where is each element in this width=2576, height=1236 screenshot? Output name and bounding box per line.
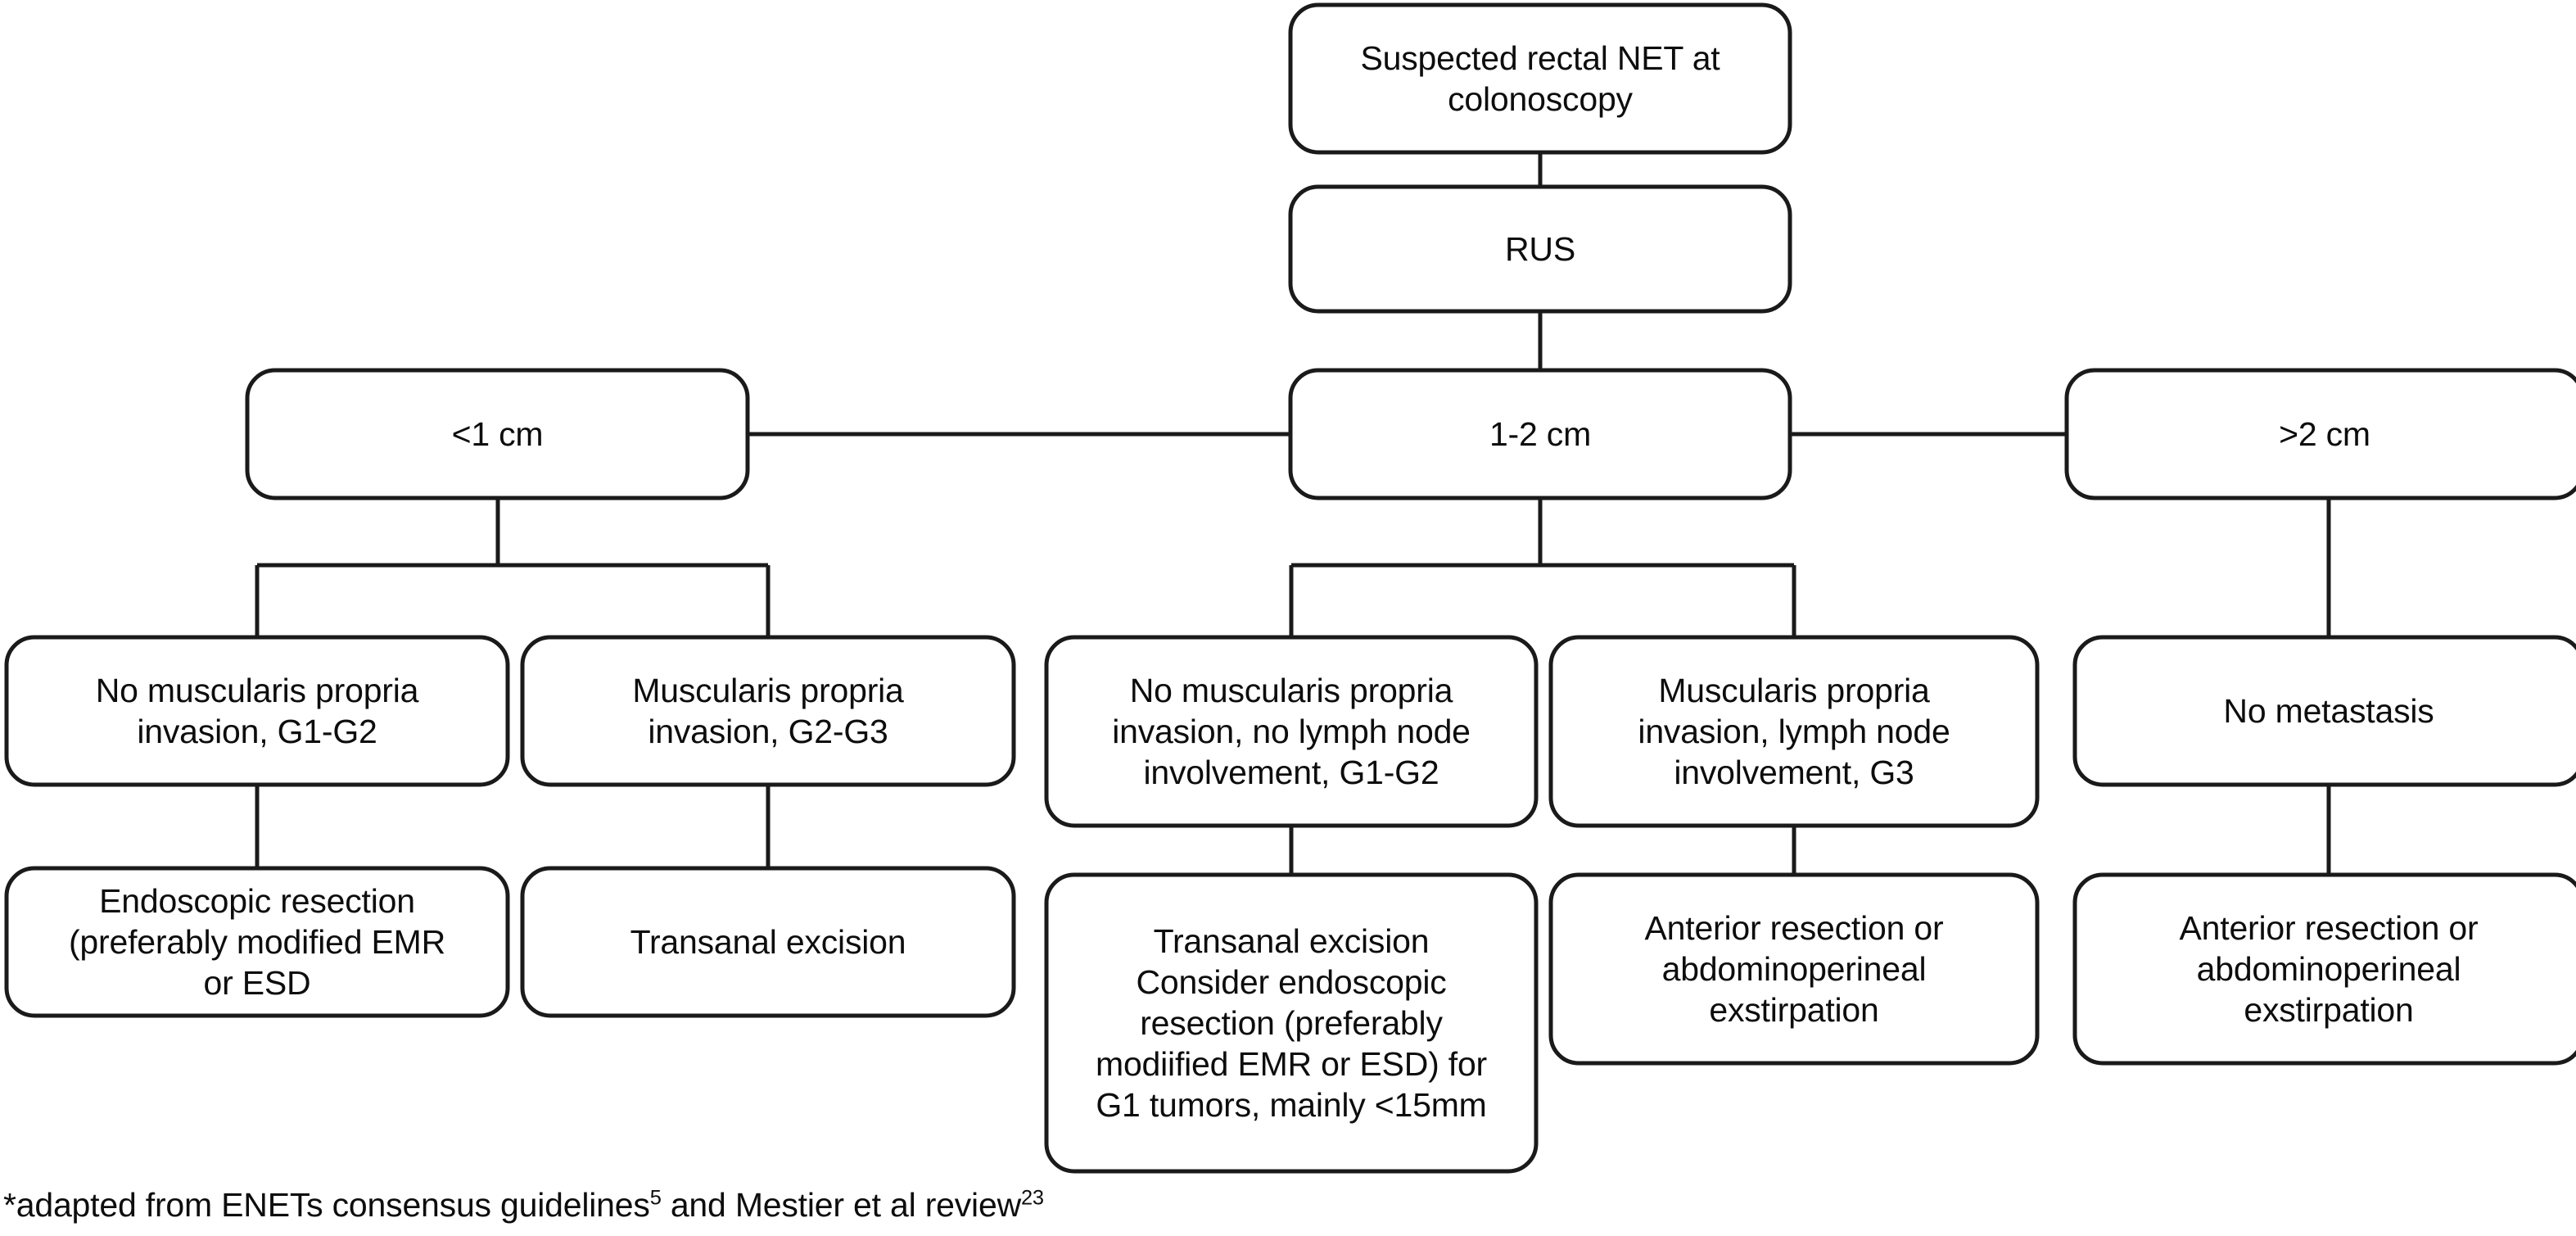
connector-size-lt1-split (255, 498, 771, 637)
node-box-group (4, 2, 2576, 1174)
connector-size-1to2-split (1289, 498, 1796, 637)
node-box-tx-endoscopic[interactable] (4, 866, 510, 1018)
node-box-tx-anterior-b[interactable] (2072, 872, 2576, 1066)
node-box-tx-anterior-a[interactable] (1548, 872, 2040, 1066)
node-box-mid-mp[interactable] (1548, 635, 2040, 828)
footnote-prefix: *adapted from ENETs consensus guidelines (3, 1186, 650, 1224)
node-box-lt1-no-mp[interactable] (4, 635, 510, 787)
node-box-tx-transanal-a[interactable] (520, 866, 1016, 1018)
node-box-tx-transanal-b[interactable] (1044, 872, 1539, 1174)
node-box-suspected[interactable] (1288, 2, 1792, 155)
node-box-mid-no-mp[interactable] (1044, 635, 1539, 828)
footnote: *adapted from ENETs consensus guidelines… (3, 1186, 1044, 1225)
node-box-no-metastasis[interactable] (2072, 635, 2576, 787)
footnote-middle: and Mestier et al review (661, 1186, 1021, 1224)
connector-group (255, 152, 2331, 875)
node-box-size-1to2[interactable] (1288, 368, 1792, 500)
node-box-size-gt2[interactable] (2064, 368, 2576, 500)
node-box-lt1-mp[interactable] (520, 635, 1016, 787)
footnote-ref-1: 5 (649, 1186, 662, 1210)
node-box-size-lt1[interactable] (245, 368, 750, 500)
node-box-rus[interactable] (1288, 184, 1792, 314)
footnote-ref-2: 23 (1020, 1186, 1044, 1210)
